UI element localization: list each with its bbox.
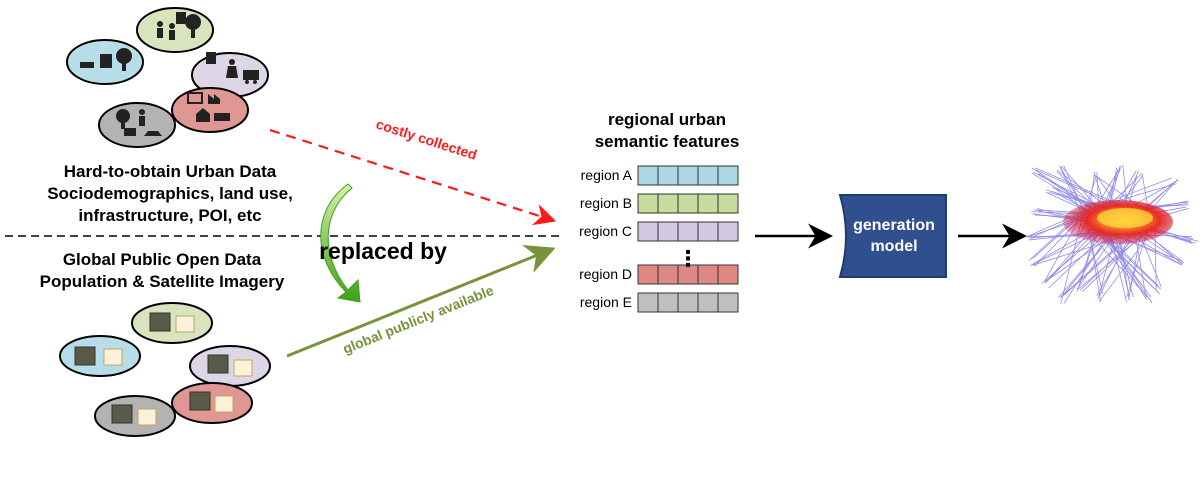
- features-title-2: semantic features: [595, 132, 740, 151]
- population-map-icon: [103, 348, 123, 366]
- people-icon: [80, 62, 94, 68]
- costly-arrow: [269, 128, 557, 226]
- population-map-icon: [137, 408, 157, 426]
- replaced-by-label: replaced by: [319, 238, 447, 264]
- urban-ellipse-green: [136, 7, 214, 53]
- feature-cell: [637, 264, 659, 285]
- feature-cell: [697, 292, 719, 313]
- features-title-1: regional urban: [608, 110, 726, 129]
- bus-icon: [243, 70, 259, 84]
- population-map-icon: [175, 315, 195, 333]
- car-icon: [144, 131, 162, 136]
- people-icon: [139, 109, 145, 126]
- satellite-image-icon: [149, 312, 171, 332]
- feature-cell: [657, 292, 679, 313]
- region-row: region B: [580, 193, 739, 214]
- urban-ellipse-gray: [98, 102, 176, 148]
- people-icon: [214, 113, 230, 121]
- feature-cell: [697, 193, 719, 214]
- region-label: region D: [579, 266, 632, 282]
- map-icon: [187, 92, 203, 104]
- urban-ellipse-red: [171, 87, 249, 133]
- urban-data-line3: infrastructure, POI, etc: [78, 206, 261, 225]
- region-feature-rows: region A region B region C region D region E: [579, 165, 739, 313]
- feature-cell: [677, 292, 699, 313]
- global-label: global publicly available: [340, 282, 496, 357]
- feature-cell: [697, 165, 719, 186]
- open-data-title: Global Public Open Data: [63, 250, 262, 269]
- flow-line: [1098, 235, 1150, 302]
- feature-cell: [677, 221, 699, 242]
- house-icon: [196, 108, 210, 122]
- feature-cell: [637, 221, 659, 242]
- generation-model-block: [838, 194, 947, 278]
- satellite-image-icon: [111, 404, 133, 424]
- factory-icon: [208, 94, 220, 104]
- open-ellipse-blue: [59, 335, 141, 377]
- region-row: region D: [579, 264, 739, 285]
- feature-cell: [697, 221, 719, 242]
- building-icon: [176, 12, 186, 24]
- urban-ellipse-blue: [66, 39, 144, 85]
- feature-cell: [637, 165, 659, 186]
- region-label: region B: [580, 195, 632, 211]
- region-row: region C: [579, 221, 739, 242]
- satellite-image-icon: [189, 391, 211, 411]
- open-ellipse-green: [131, 302, 213, 344]
- urban-data-line2: Sociodemographics, land use,: [47, 184, 293, 203]
- population-map-icon: [233, 359, 253, 377]
- open-data-line2: Population & Satellite Imagery: [40, 272, 285, 291]
- feature-cell: [657, 193, 679, 214]
- urban-data-title: Hard-to-obtain Urban Data: [64, 162, 277, 181]
- feature-cell: [637, 292, 659, 313]
- people-icon: [226, 59, 238, 78]
- region-label: region A: [581, 167, 633, 183]
- region-row: region E: [580, 292, 739, 313]
- open-ellipse-gray: [94, 395, 176, 437]
- costly-label: costly collected: [374, 116, 479, 163]
- open-ellipse-lavender: [189, 345, 271, 387]
- building-icon: [100, 54, 112, 68]
- building-icon: [124, 128, 136, 136]
- region-row: region A: [581, 165, 739, 186]
- open-data-cluster: [59, 302, 271, 437]
- satellite-image-icon: [74, 346, 96, 366]
- people-icon: [157, 21, 175, 40]
- feature-cell: [717, 264, 739, 285]
- tree-icon: [185, 14, 201, 38]
- model-label-2: model: [870, 238, 917, 255]
- ellipsis-dots: ⋮: [677, 246, 699, 271]
- flow-line: [1061, 232, 1115, 297]
- satellite-image-icon: [207, 354, 229, 374]
- tree-icon: [116, 109, 130, 129]
- replaced-curve-arrow: [320, 183, 361, 303]
- flow-line: [1038, 173, 1093, 209]
- feature-cell: [677, 193, 699, 214]
- feature-cell: [637, 193, 659, 214]
- urban-ellipse-lavender: [191, 52, 269, 98]
- feature-cell: [717, 292, 739, 313]
- region-label: region E: [580, 294, 632, 310]
- building-icon: [206, 52, 216, 64]
- feature-cell: [717, 221, 739, 242]
- feature-cell: [657, 165, 679, 186]
- population-map-icon: [214, 395, 234, 413]
- tree-icon: [116, 48, 132, 71]
- global-arrow: [286, 245, 556, 358]
- feature-cell: [677, 165, 699, 186]
- generated-flow-network: [1026, 164, 1199, 304]
- open-ellipse-red: [171, 382, 253, 424]
- urban-data-cluster: [66, 7, 269, 148]
- model-label-1: generation: [853, 217, 935, 234]
- region-label: region C: [579, 223, 632, 239]
- feature-cell: [697, 264, 719, 285]
- feature-cell: [717, 165, 739, 186]
- feature-cell: [657, 221, 679, 242]
- feature-cell: [657, 264, 679, 285]
- feature-cell: [717, 193, 739, 214]
